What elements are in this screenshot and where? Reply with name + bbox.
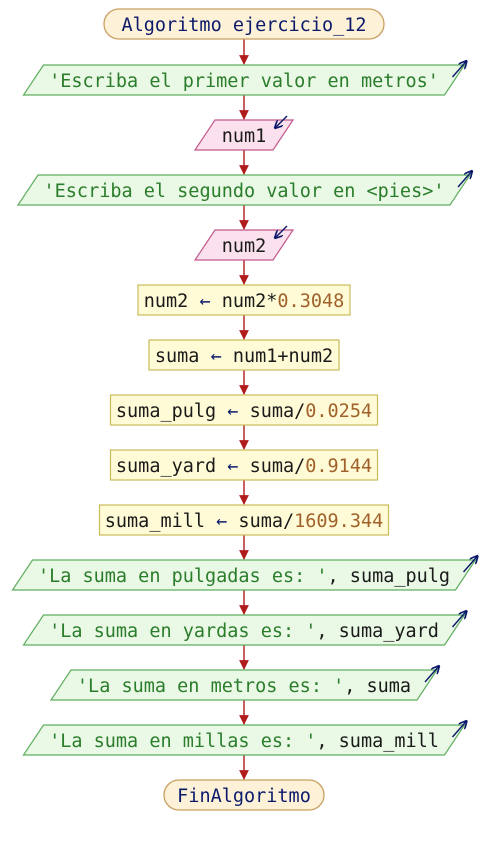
label-part: suma_mill [105, 511, 216, 532]
label-part: 'Escriba el segundo valor en <pies>' [44, 181, 445, 202]
output-parallelogram [22, 64, 466, 96]
output-parallelogram [49, 669, 439, 701]
label-part: ← [211, 346, 222, 367]
label-part: , suma_pulg [328, 566, 451, 587]
label-part: suma_pulg [116, 401, 227, 422]
label-part: 'La suma en yardas es: ' [49, 621, 316, 642]
process-box [137, 284, 351, 316]
step-label: 'Escriba el primer valor en metros' [49, 71, 439, 92]
label-part: num2 [222, 236, 267, 257]
step-label: suma_yard ← suma/0.9144 [116, 456, 372, 477]
start-terminal-label: Algoritmo ejercicio_12 [121, 15, 366, 36]
step-proc-2: suma ← num1+num2 [148, 339, 340, 371]
label-part: suma [155, 346, 211, 367]
label-part: 0.9144 [305, 456, 372, 477]
step-proc-3: suma_pulg ← suma/0.0254 [109, 394, 379, 426]
label-part: num1 [222, 126, 267, 147]
label-part: num1+num2 [222, 346, 333, 367]
step-label: suma_pulg ← suma/0.0254 [116, 401, 372, 422]
label-part: , suma [344, 676, 411, 697]
label-part: ← [227, 401, 238, 422]
label-part: 'La suma en metros es: ' [77, 676, 344, 697]
flowchart-steps: 'Escriba el primer valor en metros' num1 '… [11, 61, 478, 756]
input-arrow-icon [275, 115, 288, 128]
step-in-1: num1 [193, 115, 295, 151]
input-parallelogram [193, 119, 295, 151]
label-part: 'Escriba el primer valor en metros' [49, 71, 439, 92]
output-parallelogram [16, 174, 472, 206]
output-arrow-icon [451, 61, 467, 78]
step-label: 'Escriba el segundo valor en <pies>' [44, 181, 445, 202]
output-arrow-icon [451, 611, 467, 628]
step-label: num2 [222, 236, 267, 257]
end-terminal: FinAlgoritmo [163, 779, 325, 811]
step-in-2: num2 [193, 225, 295, 261]
input-arrow-icon [275, 225, 288, 238]
label-part: suma/ [227, 511, 294, 532]
step-label: suma_mill ← suma/1609.344 [105, 511, 383, 532]
output-parallelogram [22, 614, 466, 646]
label-part: 0.0254 [305, 401, 372, 422]
step-out-3: 'La suma en pulgadas es: ', suma_pulg [11, 556, 478, 591]
step-label: 'La suma en metros es: ', suma [77, 676, 411, 697]
step-out-2: 'Escriba el segundo valor en <pies>' [16, 171, 472, 206]
step-label: 'La suma en millas es: ', suma_mill [49, 731, 439, 752]
end-terminal-label: FinAlgoritmo [177, 786, 311, 807]
label-part: , suma_yard [316, 621, 439, 642]
output-parallelogram [22, 724, 466, 756]
start-terminal: Algoritmo ejercicio_12 [103, 8, 385, 40]
label-part: suma/ [238, 456, 305, 477]
label-part: 1609.344 [294, 511, 383, 532]
output-arrow-icon [451, 721, 467, 738]
label-part: suma/ [238, 401, 305, 422]
step-label: num2 ← num2*0.3048 [144, 291, 345, 312]
output-arrow-icon [424, 666, 439, 683]
output-parallelogram [11, 559, 477, 591]
label-part: 'La suma en millas es: ' [49, 731, 316, 752]
step-label: suma ← num1+num2 [155, 346, 333, 367]
label-part: , suma_mill [316, 731, 439, 752]
label-part: 0.3048 [277, 291, 344, 312]
label-part: ← [199, 291, 210, 312]
label-part: num2* [211, 291, 278, 312]
step-out-5: 'La suma en metros es: ', suma [49, 666, 439, 701]
step-label: 'La suma en yardas es: ', suma_yard [49, 621, 439, 642]
label-part: 'La suma en pulgadas es: ' [38, 566, 328, 587]
input-parallelogram [193, 229, 295, 261]
process-box [109, 449, 379, 481]
step-label: 'La suma en pulgadas es: ', suma_pulg [38, 566, 450, 587]
step-out-4: 'La suma en yardas es: ', suma_yard [22, 611, 467, 646]
output-arrow-icon [457, 171, 472, 188]
end-terminal-shape [163, 779, 325, 811]
step-proc-1: num2 ← num2*0.3048 [137, 284, 351, 316]
process-box [109, 394, 379, 426]
step-proc-5: suma_mill ← suma/1609.344 [98, 504, 390, 536]
step-label: num1 [222, 126, 267, 147]
label-part: suma_yard [116, 456, 227, 477]
label-part: ← [216, 511, 227, 532]
label-part: num2 [144, 291, 200, 312]
output-arrow-icon [462, 556, 478, 573]
start-terminal-shape [103, 8, 385, 40]
process-box [98, 504, 390, 536]
step-out-6: 'La suma en millas es: ', suma_mill [22, 721, 467, 756]
step-proc-4: suma_yard ← suma/0.9144 [109, 449, 379, 481]
step-out-1: 'Escriba el primer valor en metros' [22, 61, 467, 96]
label-part: ← [227, 456, 238, 477]
process-box [148, 339, 340, 371]
